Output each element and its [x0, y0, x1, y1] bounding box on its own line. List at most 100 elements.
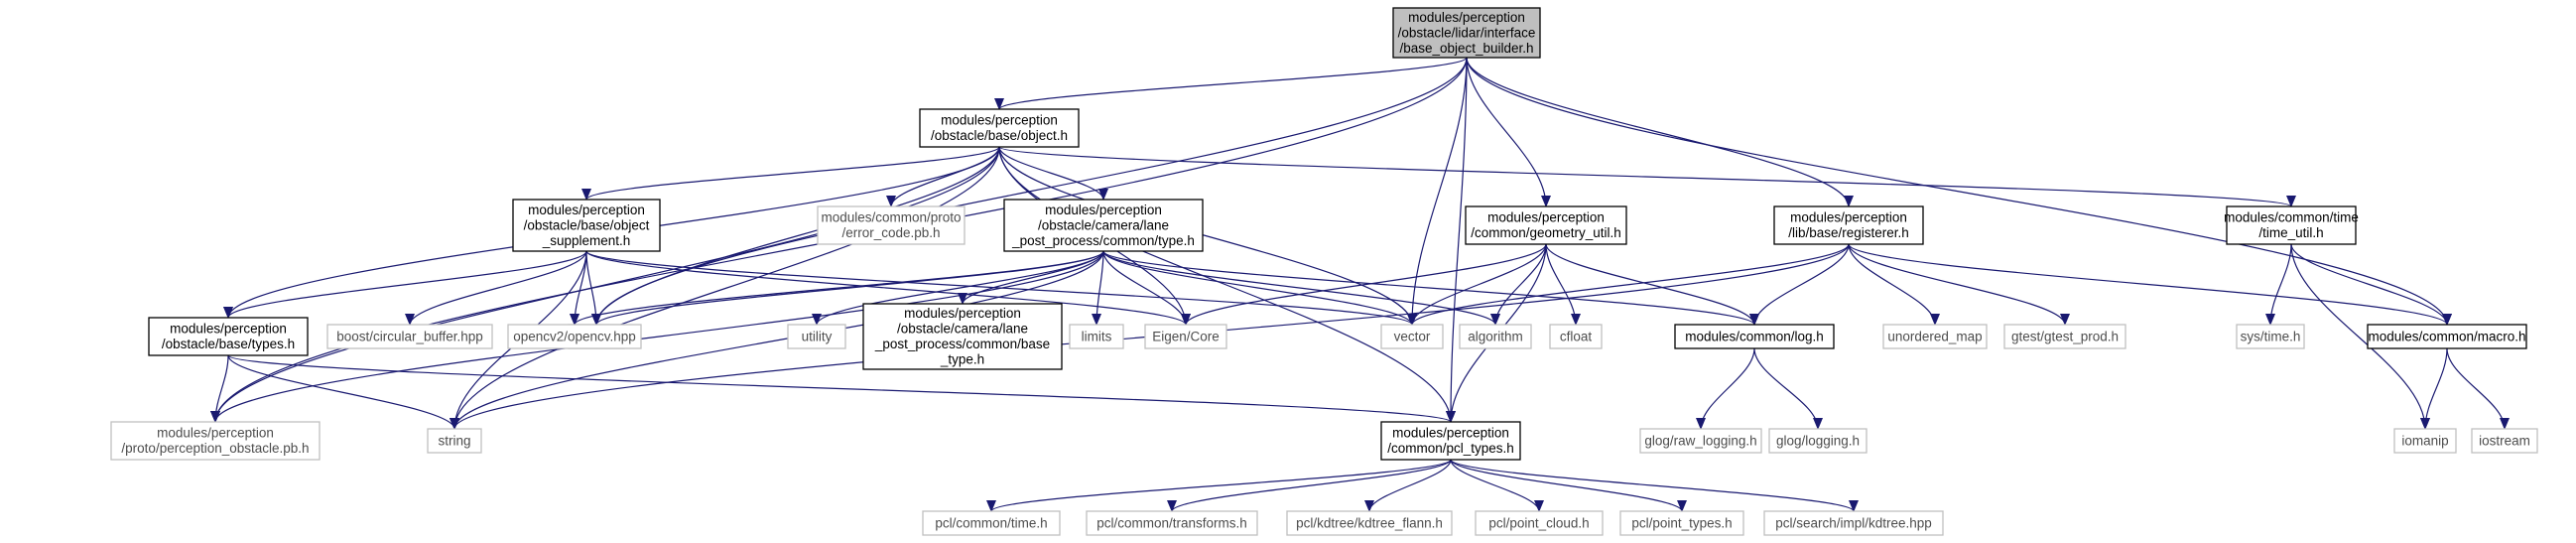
edge-object_h-to-object_supplement: [581, 146, 1000, 201]
node-log-h[interactable]: modules/common/log.h: [1674, 324, 1835, 349]
edge-arrow: [1545, 243, 1759, 326]
edge-arrow: [1450, 459, 1544, 512]
node-label-line: modules/perception: [528, 203, 645, 217]
node-label-line: _supplement.h: [542, 233, 631, 248]
node-types-h[interactable]: modules/perception/obstacle/base/types.h: [148, 317, 309, 356]
edge-arrow: [1466, 57, 1551, 207]
edge-arrow: [223, 250, 587, 319]
node-box: [1674, 324, 1835, 349]
edge-arrow: [1181, 243, 1547, 326]
edge-object_supplement-to-eigen: [585, 250, 1191, 326]
node-box: [919, 108, 1080, 148]
node-object-supplement[interactable]: modules/perception/obstacle/base/object_…: [512, 199, 661, 252]
edge-arrow: [581, 146, 1000, 201]
edge-root-to-pcl_types: [1446, 57, 1468, 423]
edge-types_h-to-string: [227, 354, 459, 430]
edge-layer: [210, 57, 2510, 512]
edge-arrow: [585, 250, 1191, 326]
edge-arrow: [1446, 57, 1468, 423]
node-label-line: pcl/search/impl/kdtree.hpp: [1775, 515, 1932, 530]
node-opencv: opencv2/opencv.hpp: [507, 324, 642, 349]
edge-root-to-object_h: [994, 57, 1468, 110]
node-root[interactable]: modules/perception/obstacle/lidar/interf…: [1392, 7, 1541, 59]
node-label-line: modules/perception: [1392, 426, 1509, 441]
node-label-line: /lib/base/registerer.h: [1788, 225, 1909, 240]
node-label-line: /obstacle/base/object.h: [931, 128, 1068, 143]
edge-lane_type-to-opencv: [570, 250, 1104, 326]
edge-arrow: [1753, 347, 1823, 430]
node-label-line: glog/logging.h: [1776, 433, 1860, 448]
edge-root-to-registerer: [1466, 57, 1854, 207]
node-box: [1882, 324, 1988, 349]
node-box: [2367, 324, 2527, 349]
node-label-line: glog/raw_logging.h: [1644, 433, 1756, 448]
node-algorithm: algorithm: [1459, 324, 1532, 349]
node-macro-h[interactable]: modules/common/macro.h: [2367, 324, 2527, 349]
edge-geometry_util-to-eigen: [1181, 243, 1547, 326]
node-time-util[interactable]: modules/common/time/time_util.h: [2224, 205, 2359, 245]
node-label-line: modules/common/macro.h: [2368, 329, 2525, 343]
node-box: [1286, 510, 1453, 536]
edge-arrow: [1545, 243, 1581, 326]
node-label-line: modules/perception: [941, 113, 1058, 128]
node-box: [110, 421, 321, 461]
edge-object_h-to-lane_type: [998, 146, 1108, 201]
node-pcl-transforms: pcl/common/transforms.h: [1086, 510, 1258, 536]
node-label-line: gtest/gtest_prod.h: [2011, 329, 2119, 343]
edge-root-to-macro_h: [1466, 57, 2452, 326]
node-string: string: [427, 428, 482, 454]
node-lane-type[interactable]: modules/perception/obstacle/camera/lane_…: [1003, 199, 1204, 252]
edge-object_h-to-time_util: [998, 146, 2296, 207]
edge-arrow: [227, 354, 459, 430]
edge-arrow: [1848, 243, 2452, 326]
node-pcl-point-cloud: pcl/point_cloud.h: [1475, 510, 1604, 536]
node-pcl-time: pcl/common/time.h: [922, 510, 1061, 536]
edge-arrow: [1092, 250, 1104, 326]
edge-pcl_types-to-pcl_point_types: [1450, 459, 1687, 512]
node-box: [2226, 205, 2357, 245]
edge-registerer-to-gtest_prod: [1848, 243, 2070, 326]
node-box: [1475, 510, 1604, 536]
node-box: [1003, 199, 1204, 252]
node-box: [862, 303, 1063, 370]
edge-pcl_types-to-pcl_time: [986, 459, 1452, 512]
node-label-line: modules/common/time: [2224, 210, 2359, 225]
node-label-line: _post_process/common/type.h: [1011, 233, 1195, 248]
node-box: [1619, 510, 1744, 536]
node-box: [1465, 205, 1627, 245]
edge-object_supplement-to-circular_buffer: [405, 250, 587, 326]
edge-macro_h-to-iomanip: [2420, 347, 2448, 430]
node-label-line: iomanip: [2401, 433, 2448, 448]
node-sys-time: sys/time.h: [2236, 324, 2305, 349]
node-perception-obstacle-pb: modules/perception/proto/perception_obst…: [110, 421, 321, 461]
edge-arrow: [405, 250, 587, 326]
edge-lane_type-to-base_type: [958, 250, 1104, 305]
node-object-h[interactable]: modules/perception/obstacle/base/object.…: [919, 108, 1080, 148]
node-label-line: cfloat: [1560, 329, 1593, 343]
edge-arrow: [958, 250, 1104, 305]
node-box: [787, 324, 846, 349]
node-registerer[interactable]: modules/perception/lib/base/registerer.h: [1773, 205, 1924, 245]
edge-arrow: [998, 146, 2296, 207]
node-box: [1392, 7, 1541, 59]
node-pcl-types[interactable]: modules/perception/common/pcl_types.h: [1380, 421, 1521, 461]
edge-arrow: [570, 250, 1104, 326]
node-label-line: modules/perception: [157, 426, 274, 441]
edge-arrow: [1450, 459, 1687, 512]
node-box: [2471, 428, 2538, 454]
node-box: [2393, 428, 2457, 454]
node-label-line: Eigen/Core: [1152, 329, 1220, 343]
node-label-line: limits: [1082, 329, 1112, 343]
edge-types_h-to-perception_obstacle_pb: [210, 354, 229, 423]
edge-arrow: [591, 57, 1468, 326]
edge-arrow: [591, 146, 1000, 326]
edge-arrow: [2446, 347, 2510, 430]
node-utility: utility: [787, 324, 846, 349]
node-geometry-util[interactable]: modules/perception/common/geometry_util.…: [1465, 205, 1627, 245]
node-box: [817, 205, 966, 245]
node-box: [427, 428, 482, 454]
node-label-line: modules/perception: [904, 306, 1021, 321]
edge-arrow: [1749, 243, 1850, 326]
node-base-type[interactable]: modules/perception/obstacle/camera/lane_…: [862, 303, 1063, 370]
